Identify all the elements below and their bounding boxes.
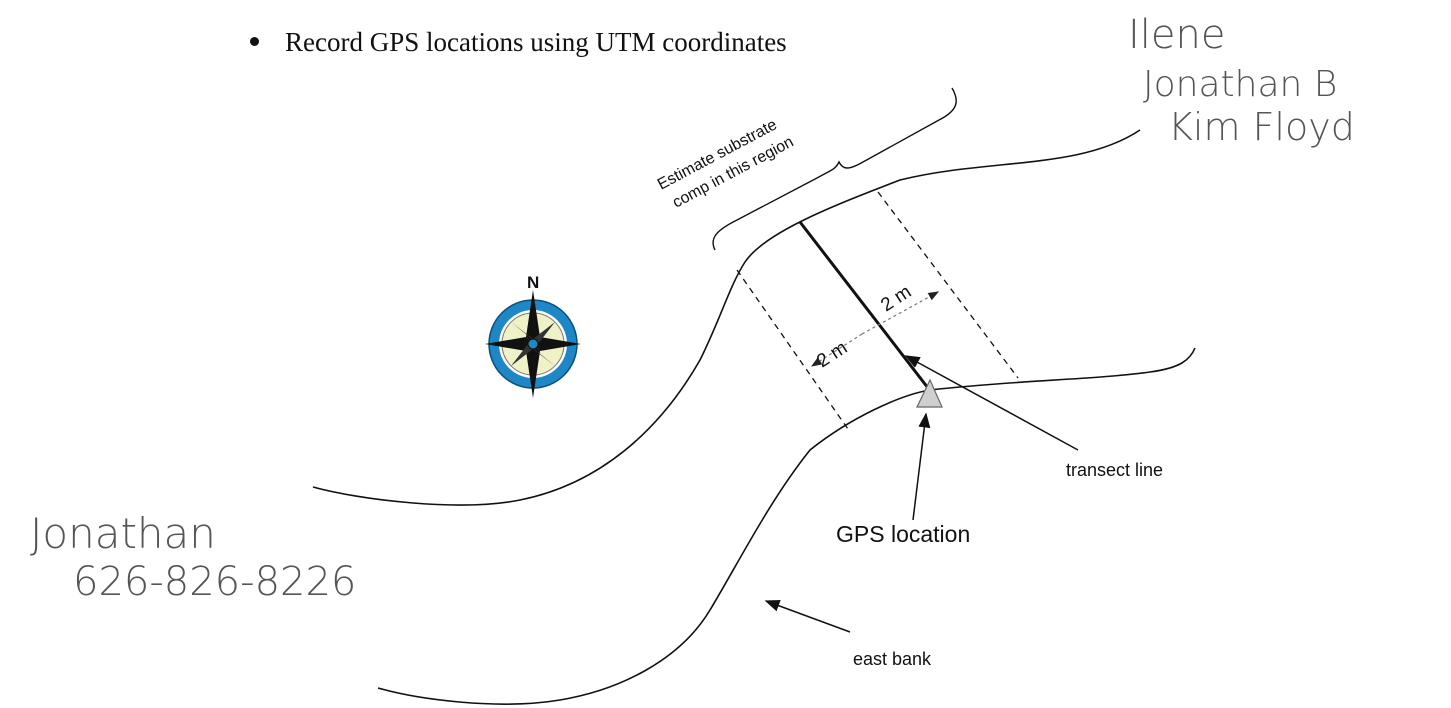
width-label-left: 2 m bbox=[813, 337, 851, 372]
handwritten-contact-phone: 626-826-8226 bbox=[73, 559, 356, 605]
handwritten-name-1: Ilene bbox=[1128, 12, 1225, 58]
east-bank-label: east bank bbox=[853, 649, 932, 669]
width-arrow-right bbox=[861, 291, 940, 335]
region-brace bbox=[712, 87, 957, 251]
handwritten-name-3: Kim Floyd bbox=[1168, 105, 1355, 149]
handwritten-name-2: Jonathan B bbox=[1143, 64, 1337, 105]
west-bank-line bbox=[312, 129, 1141, 506]
east-bank-arrow bbox=[764, 600, 851, 633]
handwritten-contact-name: Jonathan bbox=[30, 509, 216, 558]
width-arrow-left bbox=[810, 333, 863, 367]
width-label-right: 2 m bbox=[877, 281, 915, 316]
instruction-bullet: Record GPS locations using UTM coordinat… bbox=[250, 27, 787, 58]
transect-arrow bbox=[904, 355, 1079, 451]
compass-icon bbox=[485, 290, 581, 398]
gps-marker-icon bbox=[916, 378, 943, 408]
instruction-text: Record GPS locations using UTM coordinat… bbox=[285, 27, 787, 57]
gps-arrow bbox=[912, 412, 931, 521]
gps-label: GPS location bbox=[836, 521, 970, 547]
transect-label: transect line bbox=[1066, 460, 1163, 480]
east-bank-line bbox=[377, 347, 1196, 705]
compass-north-label: N bbox=[527, 273, 539, 292]
transect-boundary-right bbox=[877, 191, 1019, 379]
bullet-dot bbox=[250, 37, 259, 47]
